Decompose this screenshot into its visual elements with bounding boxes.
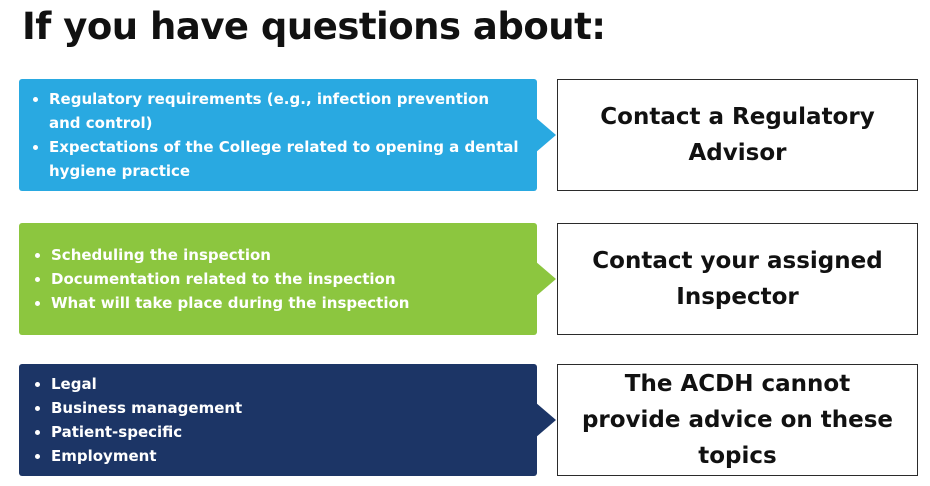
topic-list: Scheduling the inspection Documentation … bbox=[33, 243, 523, 315]
row-regulatory: Regulatory requirements (e.g., infection… bbox=[19, 79, 919, 191]
topic-item: Regulatory requirements (e.g., infection… bbox=[31, 87, 523, 135]
contact-box-no-advice: The ACDH cannot provide advice on these … bbox=[557, 364, 918, 476]
row-no-advice: Legal Business management Patient-specif… bbox=[19, 364, 919, 476]
arrow-right-icon bbox=[535, 402, 556, 438]
topic-item: What will take place during the inspecti… bbox=[33, 291, 523, 315]
topic-box-inspection: Scheduling the inspection Documentation … bbox=[19, 223, 537, 335]
topic-item: Legal bbox=[33, 372, 523, 396]
arrow-right-icon bbox=[535, 117, 556, 153]
topic-item: Employment bbox=[33, 444, 523, 468]
contact-box-regulatory-advisor: Contact a Regulatory Advisor bbox=[557, 79, 918, 191]
contact-text: Contact your assigned Inspector bbox=[592, 248, 883, 310]
topic-item: Business management bbox=[33, 396, 523, 420]
topic-item: Documentation related to the inspection bbox=[33, 267, 523, 291]
topic-list: Regulatory requirements (e.g., infection… bbox=[31, 87, 523, 183]
topic-item: Scheduling the inspection bbox=[33, 243, 523, 267]
contact-text: The ACDH cannot provide advice on these … bbox=[581, 371, 894, 469]
topic-box-no-advice: Legal Business management Patient-specif… bbox=[19, 364, 537, 476]
page-title: If you have questions about: bbox=[22, 5, 606, 48]
topic-list: Legal Business management Patient-specif… bbox=[33, 372, 523, 468]
contact-box-inspector: Contact your assigned Inspector bbox=[557, 223, 918, 335]
topic-item: Patient-specific bbox=[33, 420, 523, 444]
contact-text: Contact a Regulatory Advisor bbox=[600, 104, 875, 166]
row-inspection: Scheduling the inspection Documentation … bbox=[19, 223, 919, 335]
topic-box-regulatory: Regulatory requirements (e.g., infection… bbox=[19, 79, 537, 191]
topic-item: Expectations of the College related to o… bbox=[31, 135, 523, 183]
arrow-right-icon bbox=[535, 261, 556, 297]
